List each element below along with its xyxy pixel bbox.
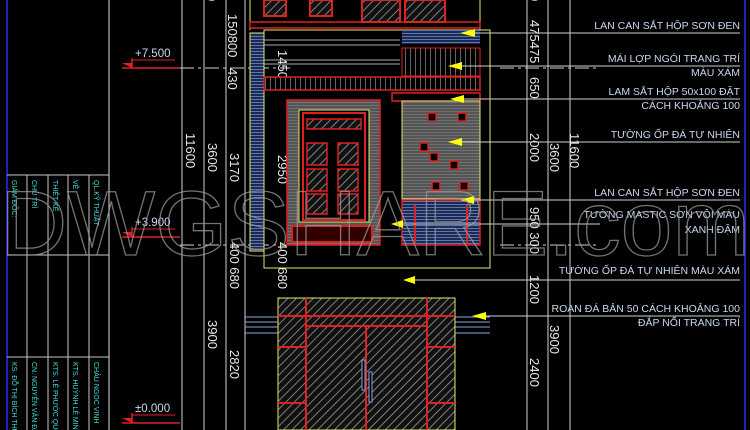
dimension-label: 650 [527,77,542,99]
annotation-label: LAM SẮT HỘP 50x100 ĐẶT [608,85,740,98]
dimension-label: 3600 [205,143,220,172]
dimension-label: 3900 [547,325,562,354]
title-name: KTS. HUỲNH LÊ MINH [71,362,80,430]
annotation-label: TƯỜNG ỐP ĐÁ TỰ NHIÊN MÀU XÁM [559,263,740,277]
annotation-label: XANH ĐẬM [685,223,740,236]
level-label: +3.900 [135,217,171,229]
dimension-label: 3170 [227,153,242,182]
dimension-label: 475475 [527,20,542,63]
level-marker [122,413,180,424]
railing-top [402,30,480,44]
title-header: THIẾT KẾ [51,180,61,212]
building-elevation [245,0,491,430]
annotation-label: TƯỜNG MASTIC SƠN VÔI MÀU [584,208,740,221]
dimension-label: 0 [204,0,219,1]
dimension-label: 3600 [547,143,562,172]
leader-arrows [391,29,486,320]
annotations: LAN CAN SẮT HỘP SƠN ĐEN MÁI LỢP NGÓI TRAN… [552,19,741,329]
annotation-label: LAN CAN SẮT HỘP SƠN ĐEN [594,186,740,199]
annotation-label: CÁCH KHOẢNG 100 [641,99,740,112]
dimension-label: 430 [225,68,240,90]
dimension-label: 1200 [527,275,542,304]
dimension-label: 400 680 [275,242,290,289]
level-marker [122,227,180,238]
title-name: CHÂU NGỌC VINH [92,362,101,423]
title-block: QL.KỸ THUẬT VẼ THIẾT KẾ CHỦ TRÌ GIÁM ĐỐC: KS.… [6,0,110,430]
dimension-label: 0 [527,0,542,1]
annotation-label: MÀU XÁM [691,66,740,79]
dimension-label: 400 680 [227,242,242,289]
annotation-label: ROAN ĐÁ BẢN 50 CÁCH KHOẢNG 100 [552,302,741,315]
level-marker [122,58,180,69]
dimension-label: 3900 [205,320,220,349]
annotation-label: LAN CAN SẮT HỘP SƠN ĐEN [594,19,740,32]
level-markers: +7.500 +3.900 ±0.000 [122,48,180,424]
dimension-lines [180,0,600,430]
dimension-label: 2400 [527,358,542,387]
annotation-label: TƯỜNG ỐP ĐÁ TỰ NHIÊN [611,127,740,141]
title-header: VẼ [71,180,80,190]
leader-lines [403,32,740,317]
annotation-label: MÁI LỢP NGÓI TRANG TRÍ [608,52,740,65]
title-header: GIÁM ĐỐC: [10,180,20,217]
dimension-label: 11600 [183,133,198,168]
watermark: DWGSHARE.com [0,173,750,275]
level-label: ±0.000 [135,403,170,415]
title-header: QL.KỸ THUẬT [92,180,101,226]
dimension-label: 2000 [527,133,542,162]
dimension-label: 2820 [227,350,242,379]
title-header: CHỦ TRÌ [30,180,39,208]
title-name: KTS. LÊ PHƯỚC QUỐC V [51,362,61,430]
title-name: CN. NGUYỄN VĂN ĐẠT [30,362,39,430]
title-name: KS. ĐỖ THỊ BÍCH THU [10,362,19,430]
dimension-label: 150800 [225,14,240,57]
dimension-label: 950 300 [527,207,542,254]
dimension-label: 11600 [567,133,582,168]
level-label: +7.500 [135,48,171,60]
annotation-label: ĐẮP NỔI TRANG TRÍ [638,316,740,329]
